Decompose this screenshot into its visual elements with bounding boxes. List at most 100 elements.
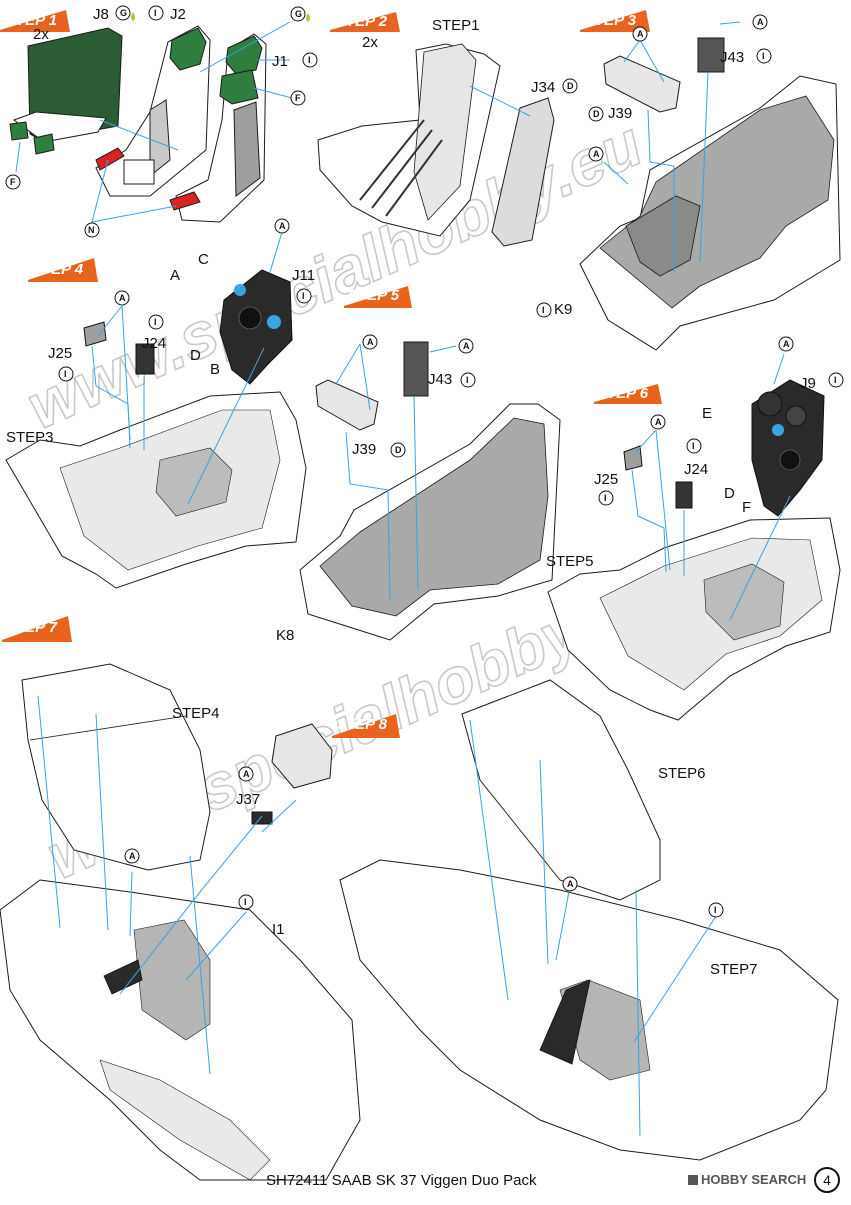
svg-text:A: A (637, 29, 644, 39)
paint-callout-a-step8: A (562, 876, 578, 892)
ref-step5: STEP5 (546, 553, 594, 570)
svg-text:A: A (655, 417, 662, 427)
logo-icon (688, 1175, 698, 1185)
part-i1-label: I1 (272, 921, 285, 938)
svg-text:STEP 6: STEP 6 (597, 385, 649, 402)
svg-text:A: A (783, 339, 790, 349)
paint-callout-f-right: F (290, 90, 306, 106)
svg-text:D: D (593, 109, 600, 119)
part-j39-s5-label: J39 (352, 441, 376, 458)
paint-callout-n: N (84, 222, 100, 238)
svg-text:I: I (154, 8, 157, 18)
paint-callout-a-step7: A (124, 848, 140, 864)
part-j25-s4-label: J25 (48, 345, 72, 362)
svg-text:F: F (295, 93, 301, 103)
svg-text:STEP 1: STEP 1 (6, 12, 57, 29)
part-j43-s5-label: J43 (428, 371, 452, 388)
step-3-cockpit-tub (579, 21, 841, 351)
paint-callout-i-step8: I (708, 902, 724, 918)
part-j39-s3-label: J39 (608, 105, 632, 122)
svg-text:I: I (466, 375, 469, 385)
svg-text:A: A (279, 221, 286, 231)
svg-text:I: I (542, 305, 545, 315)
paint-callout-i-step7: I (238, 894, 254, 910)
step-5-tag: STEP 5 (344, 286, 412, 308)
paint-callout-a-j11: A (274, 218, 290, 234)
svg-text:STEP 3: STEP 3 (585, 12, 637, 29)
svg-text:D: D (567, 81, 574, 91)
part-j8-label: J8 (93, 6, 109, 23)
paint-callout-i-j2: I (148, 5, 164, 21)
svg-text:A: A (593, 149, 600, 159)
step-3-tag: STEP 3 (580, 10, 650, 32)
paint-callout-i-j24-s4: I (148, 314, 164, 330)
svg-text:A: A (129, 851, 136, 861)
paint-callout-a-step5: A (362, 334, 378, 350)
sub-label-b: B (210, 361, 220, 378)
paint-callout-a-step4: A (114, 290, 130, 306)
svg-text:I: I (762, 51, 765, 61)
part-j11-label: J11 (292, 267, 315, 284)
ref-step4: STEP4 (172, 705, 220, 722)
step-6-panel-assembly (547, 353, 841, 721)
svg-text:STEP 2: STEP 2 (336, 13, 388, 30)
svg-text:D: D (395, 445, 402, 455)
sub-label-d-step6: D (724, 485, 735, 502)
svg-text:A: A (567, 879, 574, 889)
ref-step3: STEP3 (6, 429, 54, 446)
paint-callout-g-right: G (290, 6, 310, 22)
sub-label-d-step4: D (190, 347, 201, 364)
part-j43-s3-label: J43 (720, 49, 744, 66)
step-7-fuselage (0, 663, 361, 1181)
svg-text:A: A (463, 341, 470, 351)
svg-text:STEP 5: STEP 5 (348, 287, 400, 304)
svg-text:I: I (308, 55, 311, 65)
paint-callout-a-step3-panel: A (588, 146, 604, 162)
part-j34-label: J34 (531, 79, 555, 96)
paint-callout-i-k9: I (536, 302, 552, 318)
step-1-quantity: 2x (33, 26, 49, 43)
paint-callout-d-j39: D (588, 106, 604, 122)
paint-callout-i-j24-s6: I (686, 438, 702, 454)
step-6-tag: STEP 6 (594, 384, 662, 404)
paint-callout-d-j39-s5: D (390, 442, 406, 458)
svg-text:A: A (243, 769, 250, 779)
paint-callouts: G I G I F F N D A A I D A A I A I I I A … (5, 5, 844, 918)
paint-callout-a-j43-s5: A (458, 338, 474, 354)
ref-step6: STEP6 (658, 765, 706, 782)
step-8-fuselage (339, 679, 839, 1161)
paint-callout-f-left: F (5, 174, 21, 190)
svg-text:N: N (88, 225, 95, 235)
step-8-tag: STEP 8 (332, 714, 400, 738)
ref-step7: STEP7 (710, 961, 758, 978)
part-k8-label: K8 (276, 627, 294, 644)
paint-callout-a-j43: A (752, 14, 768, 30)
svg-text:I: I (604, 493, 607, 503)
step-2-seat (317, 43, 555, 247)
ref-step1: STEP1 (432, 17, 480, 34)
step-4-tag: STEP 4 (28, 258, 98, 282)
svg-text:A: A (119, 293, 126, 303)
svg-text:STEP 8: STEP 8 (336, 716, 388, 733)
part-j9-label: J9 (800, 375, 816, 392)
paint-callout-g-j8: G (115, 5, 135, 21)
step-4-panel-assembly (5, 231, 307, 589)
part-j24-s6-label: J24 (684, 461, 708, 478)
paint-callout-i-j11: I (296, 288, 312, 304)
step-1-tag: STEP 1 (0, 10, 70, 32)
sub-label-a: A (170, 267, 180, 284)
svg-text:A: A (757, 17, 764, 27)
svg-text:I: I (714, 905, 717, 915)
svg-text:A: A (367, 337, 374, 347)
footer-title: SH72411 SAAB SK 37 Viggen Duo Pack (266, 1172, 537, 1189)
part-j24-s4-label: J24 (142, 335, 166, 352)
source-logo-text: HOBBY SEARCH (701, 1172, 807, 1187)
paint-callout-i-j43-s5: I (460, 372, 476, 388)
part-j2-label: J2 (170, 6, 186, 23)
paint-callout-a-j37: A (238, 766, 254, 782)
step-2-quantity: 2x (362, 34, 378, 51)
part-j37-label: J37 (236, 791, 260, 808)
part-k9-label: K9 (554, 301, 572, 318)
part-j25-s6-label: J25 (594, 471, 618, 488)
